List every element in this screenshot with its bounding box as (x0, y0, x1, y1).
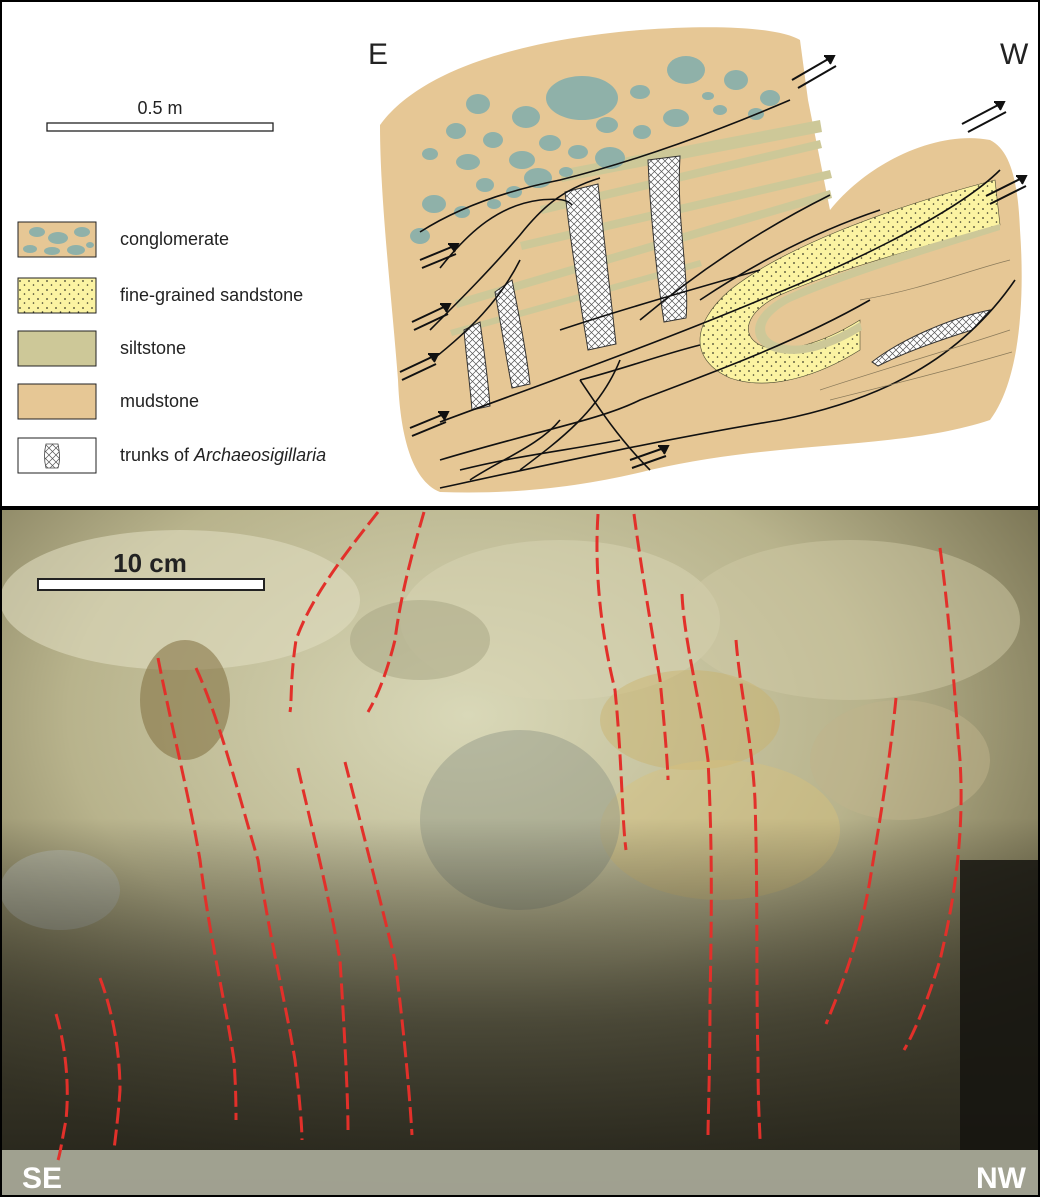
photo-scale-label: 10 cm (113, 548, 187, 578)
direction-label-southeast: SE (22, 1162, 62, 1195)
direction-label-northwest: NW (976, 1162, 1027, 1195)
diagram-panel: E W 0.5 m conglomerate fine-grained sand… (1, 1, 1039, 507)
legend-label-mudstone: mudstone (120, 391, 199, 411)
direction-label-east: E (368, 38, 388, 71)
legend-label-trunks: trunks of Archaeosigillaria (120, 445, 326, 465)
photo-panel: 10 cm SE NW (0, 509, 1039, 1196)
legend-label-siltstone: siltstone (120, 338, 186, 358)
legend-label-conglomerate: conglomerate (120, 229, 229, 249)
diagram-scale-label: 0.5 m (137, 98, 182, 118)
photo-dark-recess (960, 860, 1039, 1150)
legend-label-sandstone: fine-grained sandstone (120, 285, 303, 305)
diagram-scale-bar (47, 123, 273, 131)
water-surface (1, 1150, 1039, 1196)
photo-shadow (1, 509, 1039, 1196)
photo-scale-bar (38, 579, 264, 590)
direction-label-west: W (1000, 38, 1029, 71)
